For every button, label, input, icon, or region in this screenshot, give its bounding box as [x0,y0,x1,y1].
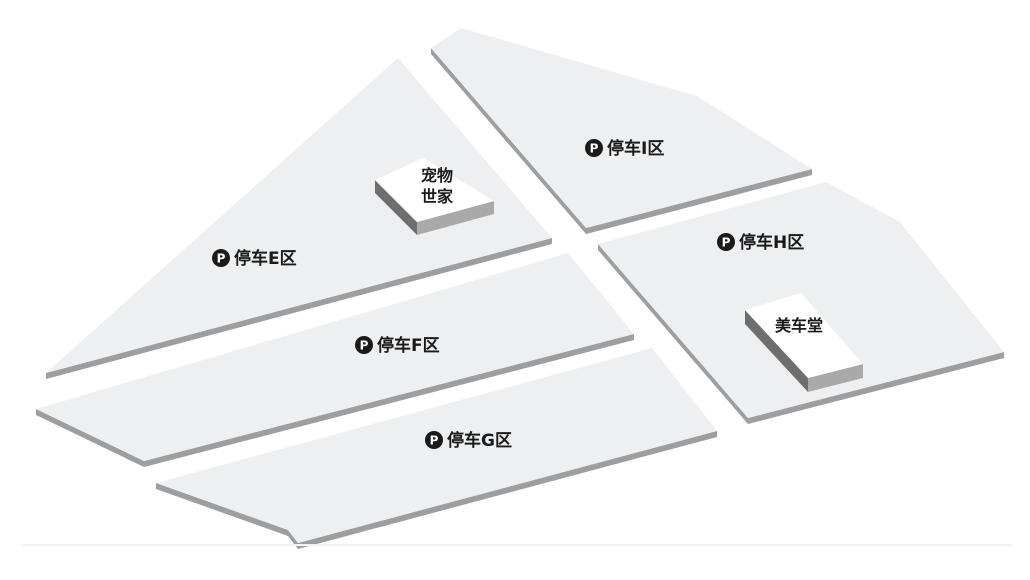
building-pet-store[interactable]: 宠物 世家 [375,158,494,235]
zone-f-surface [36,253,634,461]
parking-icon-letter: P [217,252,226,266]
zone-e-edge [46,238,552,379]
zone-f-label: P 停车F区 [355,335,440,356]
building-pet-store-front-wall [417,201,494,235]
building-car-care-roof [745,293,863,378]
building-car-care-label: 美车堂 [775,316,823,335]
zone-i-edge [431,48,812,234]
building-pet-store-label-line1: 宠物 [421,166,453,185]
zone-f[interactable] [36,253,634,467]
parking-icon [425,431,443,449]
zone-i-surface [431,28,812,228]
building-car-care[interactable]: 美车堂 [745,293,863,392]
zone-i-name: 停车I区 [607,138,664,159]
zone-h-edge [598,244,1004,424]
building-pet-store-label-line2: 世家 [421,187,454,206]
building-car-care-left-wall [745,310,808,392]
building-pet-store-roof [375,158,494,222]
parking-icon [212,249,230,267]
parking-icon-letter: P [590,142,599,156]
zone-e-label: P 停车E区 [212,248,297,269]
zone-e-name: 停车E区 [234,248,297,269]
zone-g-label: P 停车G区 [425,430,512,451]
parking-icon [717,233,735,251]
parking-icon [355,336,373,354]
parking-icon-letter: P [430,434,439,448]
zone-f-name: 停车F区 [377,335,440,356]
building-pet-store-left-wall [375,180,417,235]
zone-i[interactable] [431,28,812,234]
parking-icon [585,139,603,157]
zone-g-name: 停车G区 [447,430,512,451]
parking-icon-letter: P [360,339,369,353]
zone-e[interactable] [46,58,552,379]
zone-i-label: P 停车I区 [585,138,664,159]
building-car-care-front-wall [808,364,863,392]
parking-icon-letter: P [722,236,731,250]
zone-h-name: 停车H区 [739,232,804,253]
zone-e-surface [46,58,552,373]
zone-h-label: P 停车H区 [717,232,804,253]
